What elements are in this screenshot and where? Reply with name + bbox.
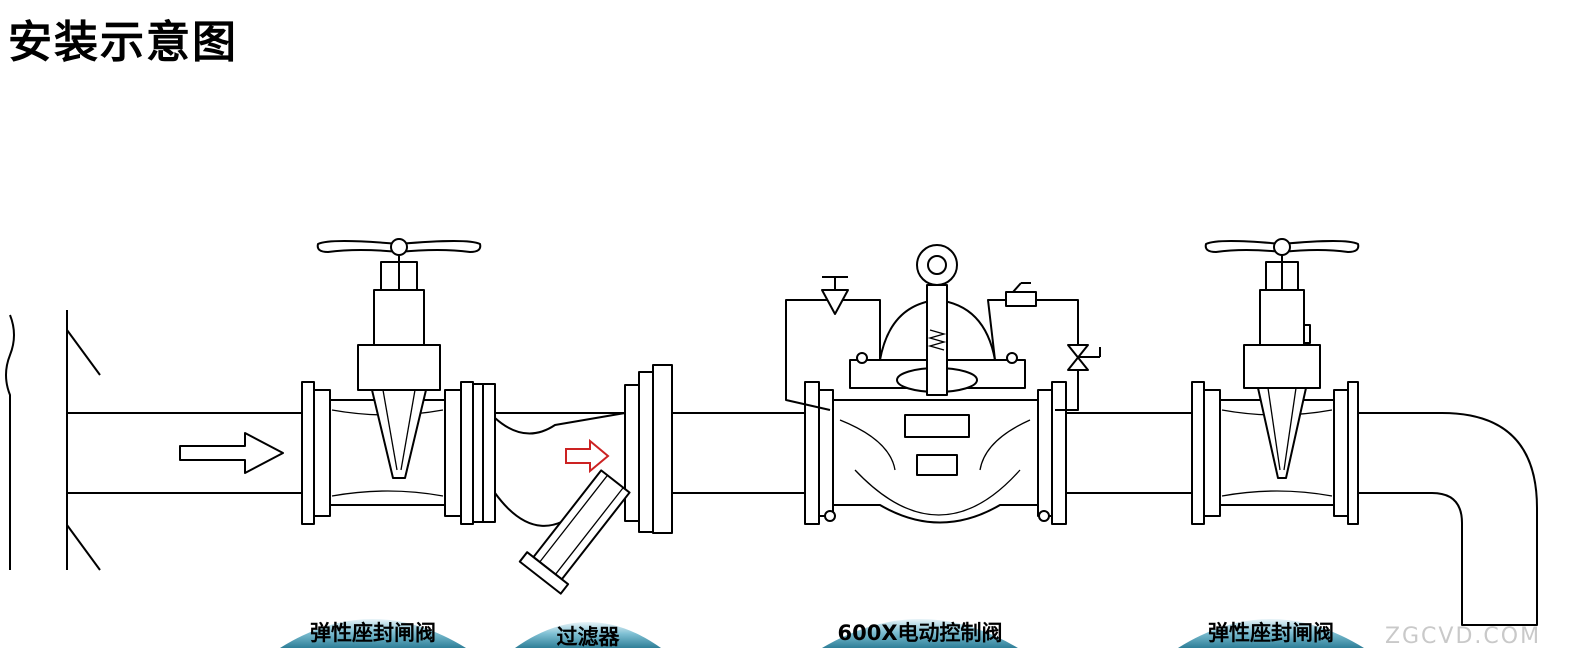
flow-arrow-icon [179, 432, 284, 474]
label-gate-valve-right: 弹性座封闸阀 [1178, 619, 1364, 648]
float-pilot-icon [785, 276, 881, 411]
label-text: 过滤器 [557, 625, 621, 649]
page-title: 安装示意图 [8, 17, 238, 68]
needle-valve-icon [1067, 344, 1101, 371]
label-gate-valve-left: 弹性座封闸阀 [280, 619, 466, 648]
gate-valve-left [301, 245, 474, 525]
label-text: 弹性座封闸阀 [1208, 621, 1334, 645]
handwheel-icon [316, 238, 482, 256]
gate-valve-right [1191, 245, 1359, 525]
flange [472, 383, 484, 523]
flange [482, 383, 496, 523]
main-pipe [67, 412, 1538, 626]
strainer [494, 364, 673, 595]
label-strainer: 过滤器 [515, 622, 661, 649]
label-text: 弹性座封闸阀 [310, 621, 436, 645]
label-text: 600X电动控制阀 [837, 621, 1002, 645]
flow-arrow-icon [565, 438, 610, 474]
solenoid-icon [987, 282, 1079, 411]
control-valve [804, 244, 1067, 525]
handwheel-icon [1204, 238, 1360, 256]
label-control-valve: 600X电动控制阀 [822, 619, 1018, 648]
wall-structure [5, 310, 101, 571]
watermark: ZGCVD.COM [1385, 624, 1541, 649]
